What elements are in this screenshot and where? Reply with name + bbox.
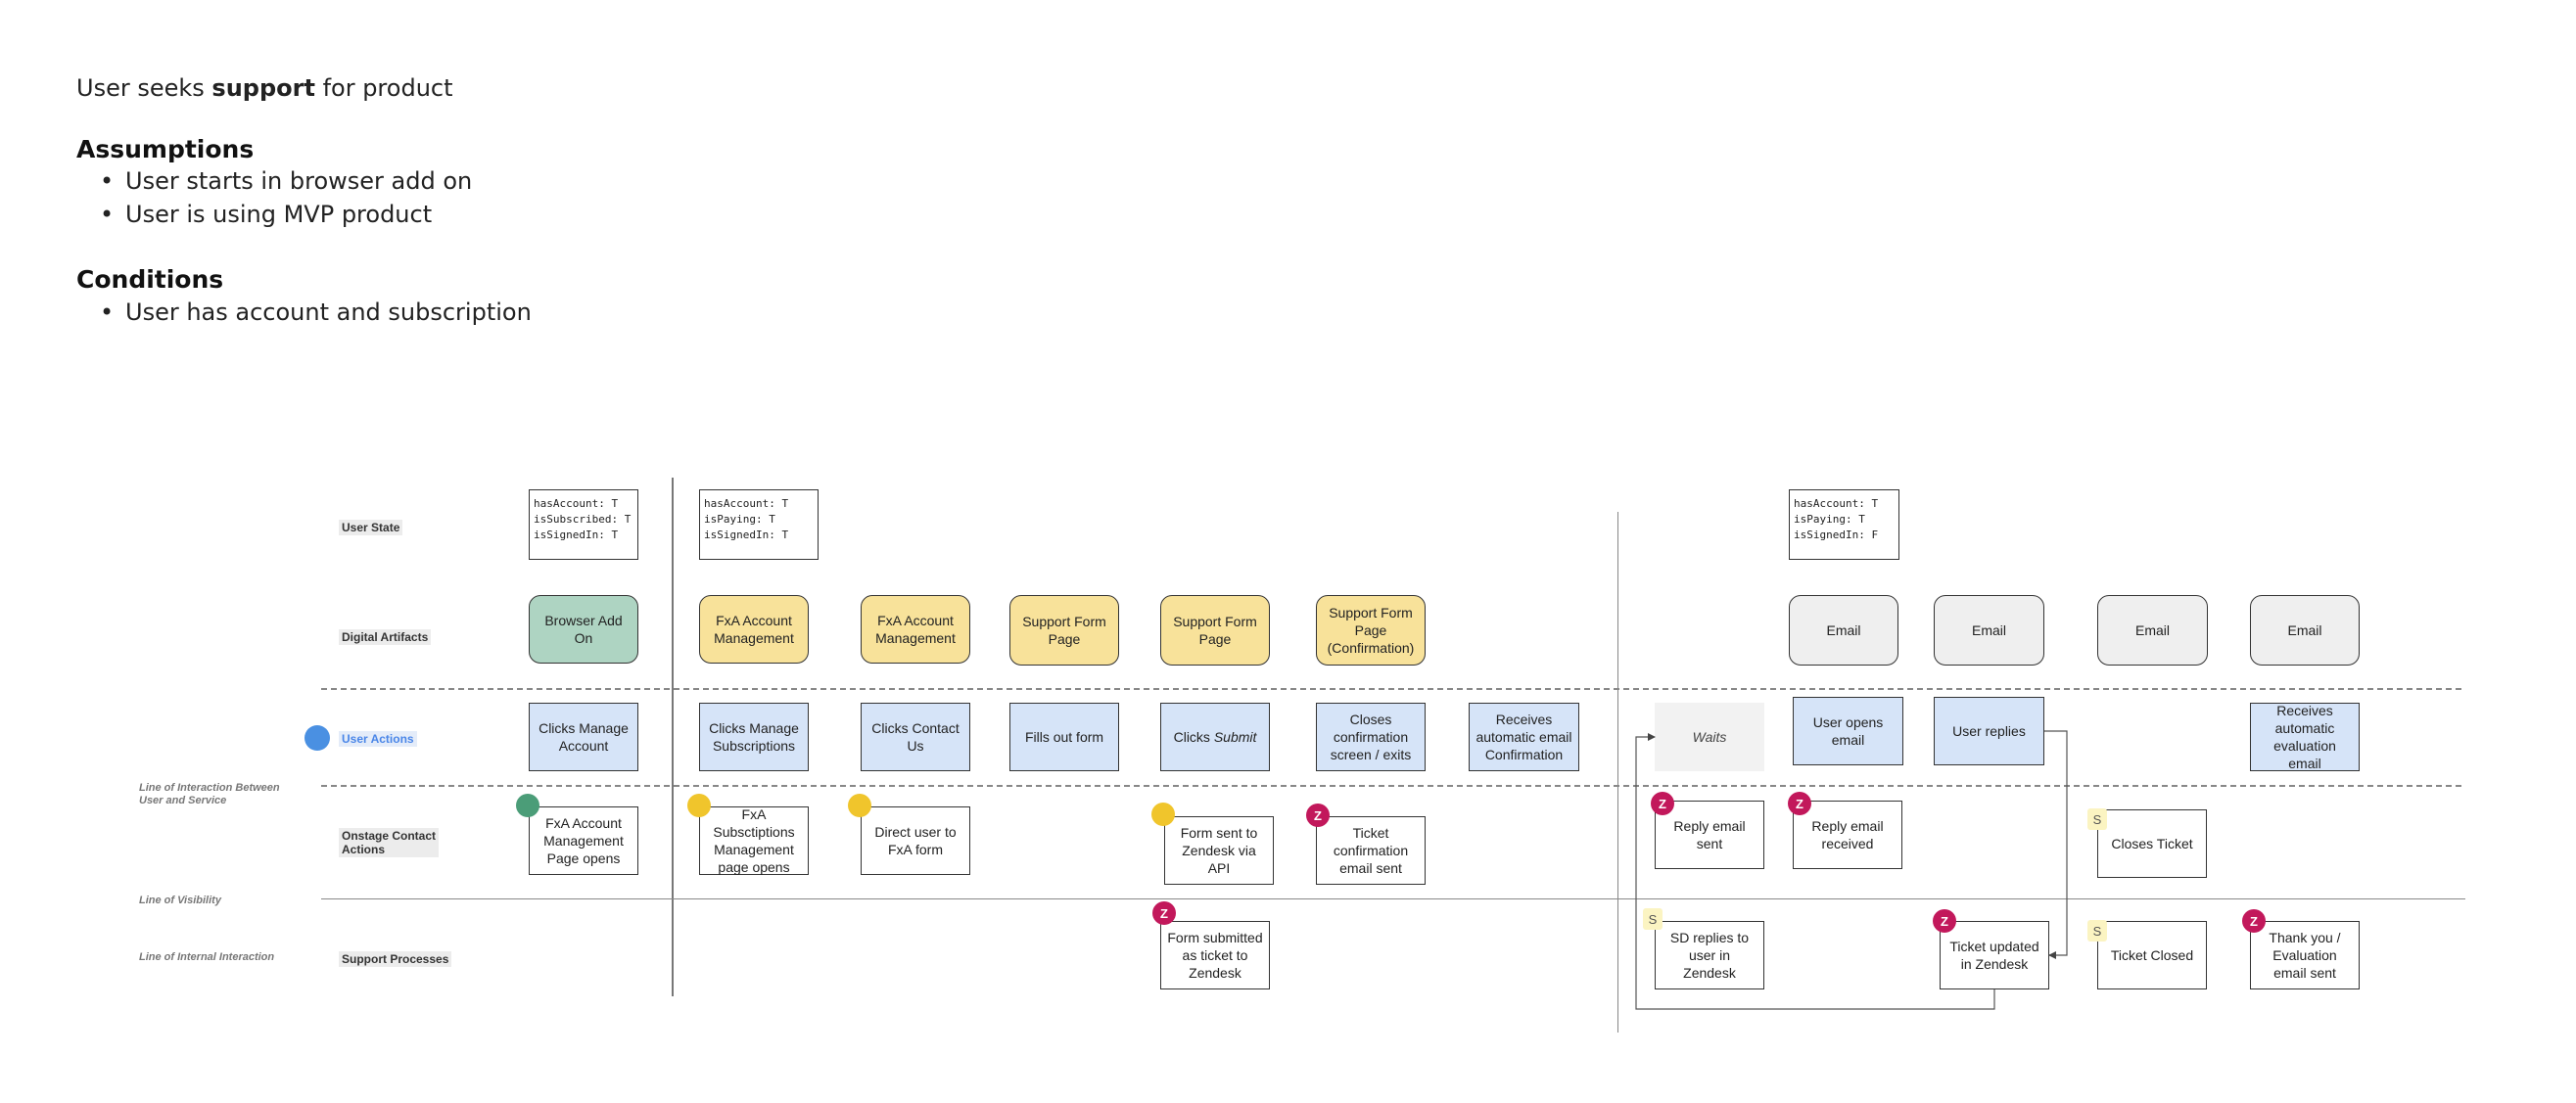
lane-user-actions: User Actions [339,731,417,747]
step-marker-yellow-icon [848,794,871,817]
action-clicks-submit: Clicks Submit [1160,703,1270,771]
user-state-box: hasAccount: T isPaying: T isSignedIn: T [699,489,819,560]
artifact-email: Email [1789,595,1898,666]
service-desk-icon: S [2087,808,2107,830]
artifact-support-form-page: Support Form Page [1160,595,1270,666]
onstage-form-sent-zendesk: Form sent to Zendesk via API [1164,816,1274,885]
line-separator [321,688,2461,690]
onstage-closes-ticket: Closes Ticket [2097,809,2207,878]
label-line-of-internal-interaction: Line of Internal Interaction [139,951,275,963]
action-user-opens-email: User opens email [1793,697,1903,765]
label-line-of-interaction: Line of Interaction Between User and Ser… [139,782,280,806]
connector-ticket-to-waits [1635,733,1995,1010]
action-clicks-manage-subscriptions: Clicks Manage Subscriptions [699,703,809,771]
state-line: hasAccount: T [704,497,789,510]
lane-user-state: User State [339,520,403,535]
state-line: isSubscribed: T [534,513,632,526]
step-marker-yellow-icon [1151,803,1175,826]
line-of-visibility [321,898,2465,899]
title-post: for product [314,74,453,102]
assumptions-heading: Assumptions [76,135,255,163]
artifact-email: Email [2097,595,2208,666]
onstage-fxa-subscriptions-page-opens: FxA Subsctiptions Management page opens [699,806,809,875]
artifact-support-form-page: Support Form Page [1009,595,1119,666]
artifact-email: Email [1934,595,2044,666]
support-sd-replies-zendesk: SD replies to user in Zendesk [1655,921,1764,989]
support-ticket-closed: Ticket Closed [2097,921,2207,989]
state-line: hasAccount: T [534,497,619,510]
conditions-heading: Conditions [76,265,224,294]
action-closes-confirmation: Closes confirmation screen / exits [1316,703,1426,771]
step-marker-green-icon [516,794,539,817]
stage-divider [672,478,674,996]
title-pre: User seeks [76,74,212,102]
action-user-replies: User replies [1934,697,2044,765]
state-line: isSignedIn: F [1794,529,1879,541]
action-clicks-submit-text: Clicks [1173,729,1214,745]
onstage-direct-user-fxa-form: Direct user to FxA form [861,806,970,875]
line-of-interaction [321,785,2461,787]
action-clicks-manage-account: Clicks Manage Account [529,703,638,771]
support-form-submitted-ticket: Form submitted as ticket to Zendesk [1160,921,1270,989]
zendesk-icon: Z [1933,909,1956,933]
assumption-item: User starts in browser add on [100,167,472,195]
action-fills-out-form: Fills out form [1009,703,1119,771]
user-state-box: hasAccount: T isPaying: T isSignedIn: F [1789,489,1899,560]
label-line-of-visibility: Line of Visibility [139,895,221,906]
artifact-fxa-account-management: FxA Account Management [861,595,970,664]
onstage-reply-email-received: Reply email received [1793,801,1902,869]
lane-digital-artifacts: Digital Artifacts [339,629,432,645]
action-clicks-contact-us: Clicks Contact Us [861,703,970,771]
stage-divider [1617,512,1618,1033]
onstage-fxa-account-page-opens: FxA Account Management Page opens [529,806,638,875]
action-receives-evaluation-email: Receives automatic evaluation email [2250,703,2360,771]
artifact-fxa-account-management: FxA Account Management [699,595,809,664]
action-submit-emphasis: Submit [1213,729,1257,745]
zendesk-icon: Z [1152,901,1176,925]
support-thank-you-evaluation-email: Thank you / Evaluation email sent [2250,921,2360,989]
artifact-support-form-confirmation: Support Form Page (Confirmation) [1316,595,1426,666]
state-line: isPaying: T [1794,513,1865,526]
onstage-ticket-confirmation-email: Ticket confirmation email sent [1316,816,1426,885]
service-desk-icon: S [1643,908,1663,930]
step-marker-yellow-icon [687,794,711,817]
state-line: isPaying: T [704,513,775,526]
artifact-browser-add-on: Browser Add On [529,595,638,664]
assumption-item: User is using MVP product [100,201,432,228]
user-state-box: hasAccount: T isSubscribed: T isSignedIn… [529,489,638,560]
zendesk-icon: Z [1788,792,1811,815]
user-actions-marker-icon [304,725,330,751]
condition-item: User has account and subscription [100,299,532,326]
onstage-reply-email-sent: Reply email sent [1655,801,1764,869]
zendesk-icon: Z [1306,804,1330,827]
lane-onstage: Onstage Contact Actions [339,828,440,857]
state-line: isSignedIn: T [534,529,619,541]
action-waits: Waits [1655,703,1764,771]
action-receives-email-confirmation: Receives automatic email Confirmation [1469,703,1579,771]
state-line: hasAccount: T [1794,497,1879,510]
title-bold: support [211,74,315,102]
zendesk-icon: Z [1651,792,1674,815]
artifact-email: Email [2250,595,2360,666]
connector-replies-to-ticket [2044,730,2068,959]
state-line: isSignedIn: T [704,529,789,541]
service-desk-icon: S [2087,920,2107,942]
page-title: User seeks support for product [76,74,453,102]
zendesk-icon: Z [2242,909,2266,933]
lane-support: Support Processes [339,951,452,967]
